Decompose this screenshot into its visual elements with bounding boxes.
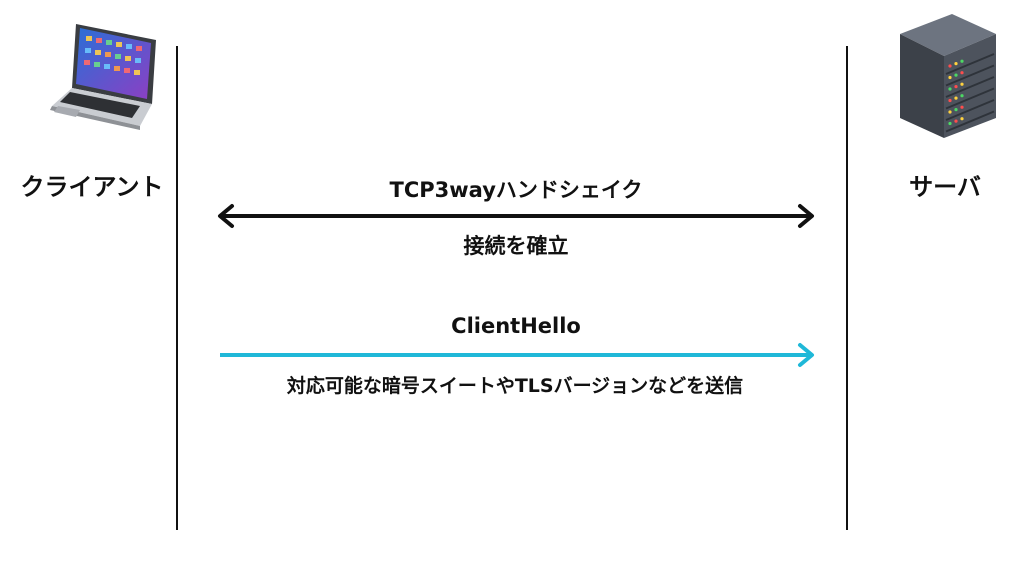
server-lifeline xyxy=(846,46,848,530)
client-lifeline xyxy=(176,46,178,530)
handshake-subtitle: 接続を確立 xyxy=(463,234,569,258)
rack-divider xyxy=(945,53,995,75)
status-led xyxy=(948,98,952,103)
status-led xyxy=(954,62,958,66)
status-led xyxy=(960,82,964,86)
server-label: サーバ xyxy=(909,173,981,201)
client-hello-subtitle: 対応可能な暗号スイートやTLSバージョンなどを送信 xyxy=(286,375,744,397)
status-led xyxy=(960,94,964,98)
status-led xyxy=(954,119,958,123)
status-led xyxy=(954,96,958,100)
status-led xyxy=(960,105,964,109)
status-led xyxy=(954,85,958,89)
status-led xyxy=(948,64,952,68)
client-label: クライアント xyxy=(20,173,164,201)
status-led xyxy=(948,121,952,126)
rack-divider xyxy=(945,64,995,87)
status-led xyxy=(948,87,952,91)
status-led xyxy=(948,75,952,80)
client-hello-title: ClientHello xyxy=(451,314,581,338)
status-led xyxy=(960,117,964,121)
status-led xyxy=(948,110,952,114)
status-led xyxy=(954,108,958,112)
status-led xyxy=(960,71,964,75)
rack-divider xyxy=(945,76,995,98)
rack-divider xyxy=(945,87,995,110)
client-hello-arrow xyxy=(220,343,814,367)
status-led xyxy=(960,59,964,63)
rack-divider xyxy=(945,99,995,121)
status-led xyxy=(954,73,958,77)
handshake-title: TCP3wayハンドシェイク xyxy=(389,178,643,202)
rack-divider xyxy=(945,110,995,133)
handshake-double-arrow xyxy=(218,204,814,228)
